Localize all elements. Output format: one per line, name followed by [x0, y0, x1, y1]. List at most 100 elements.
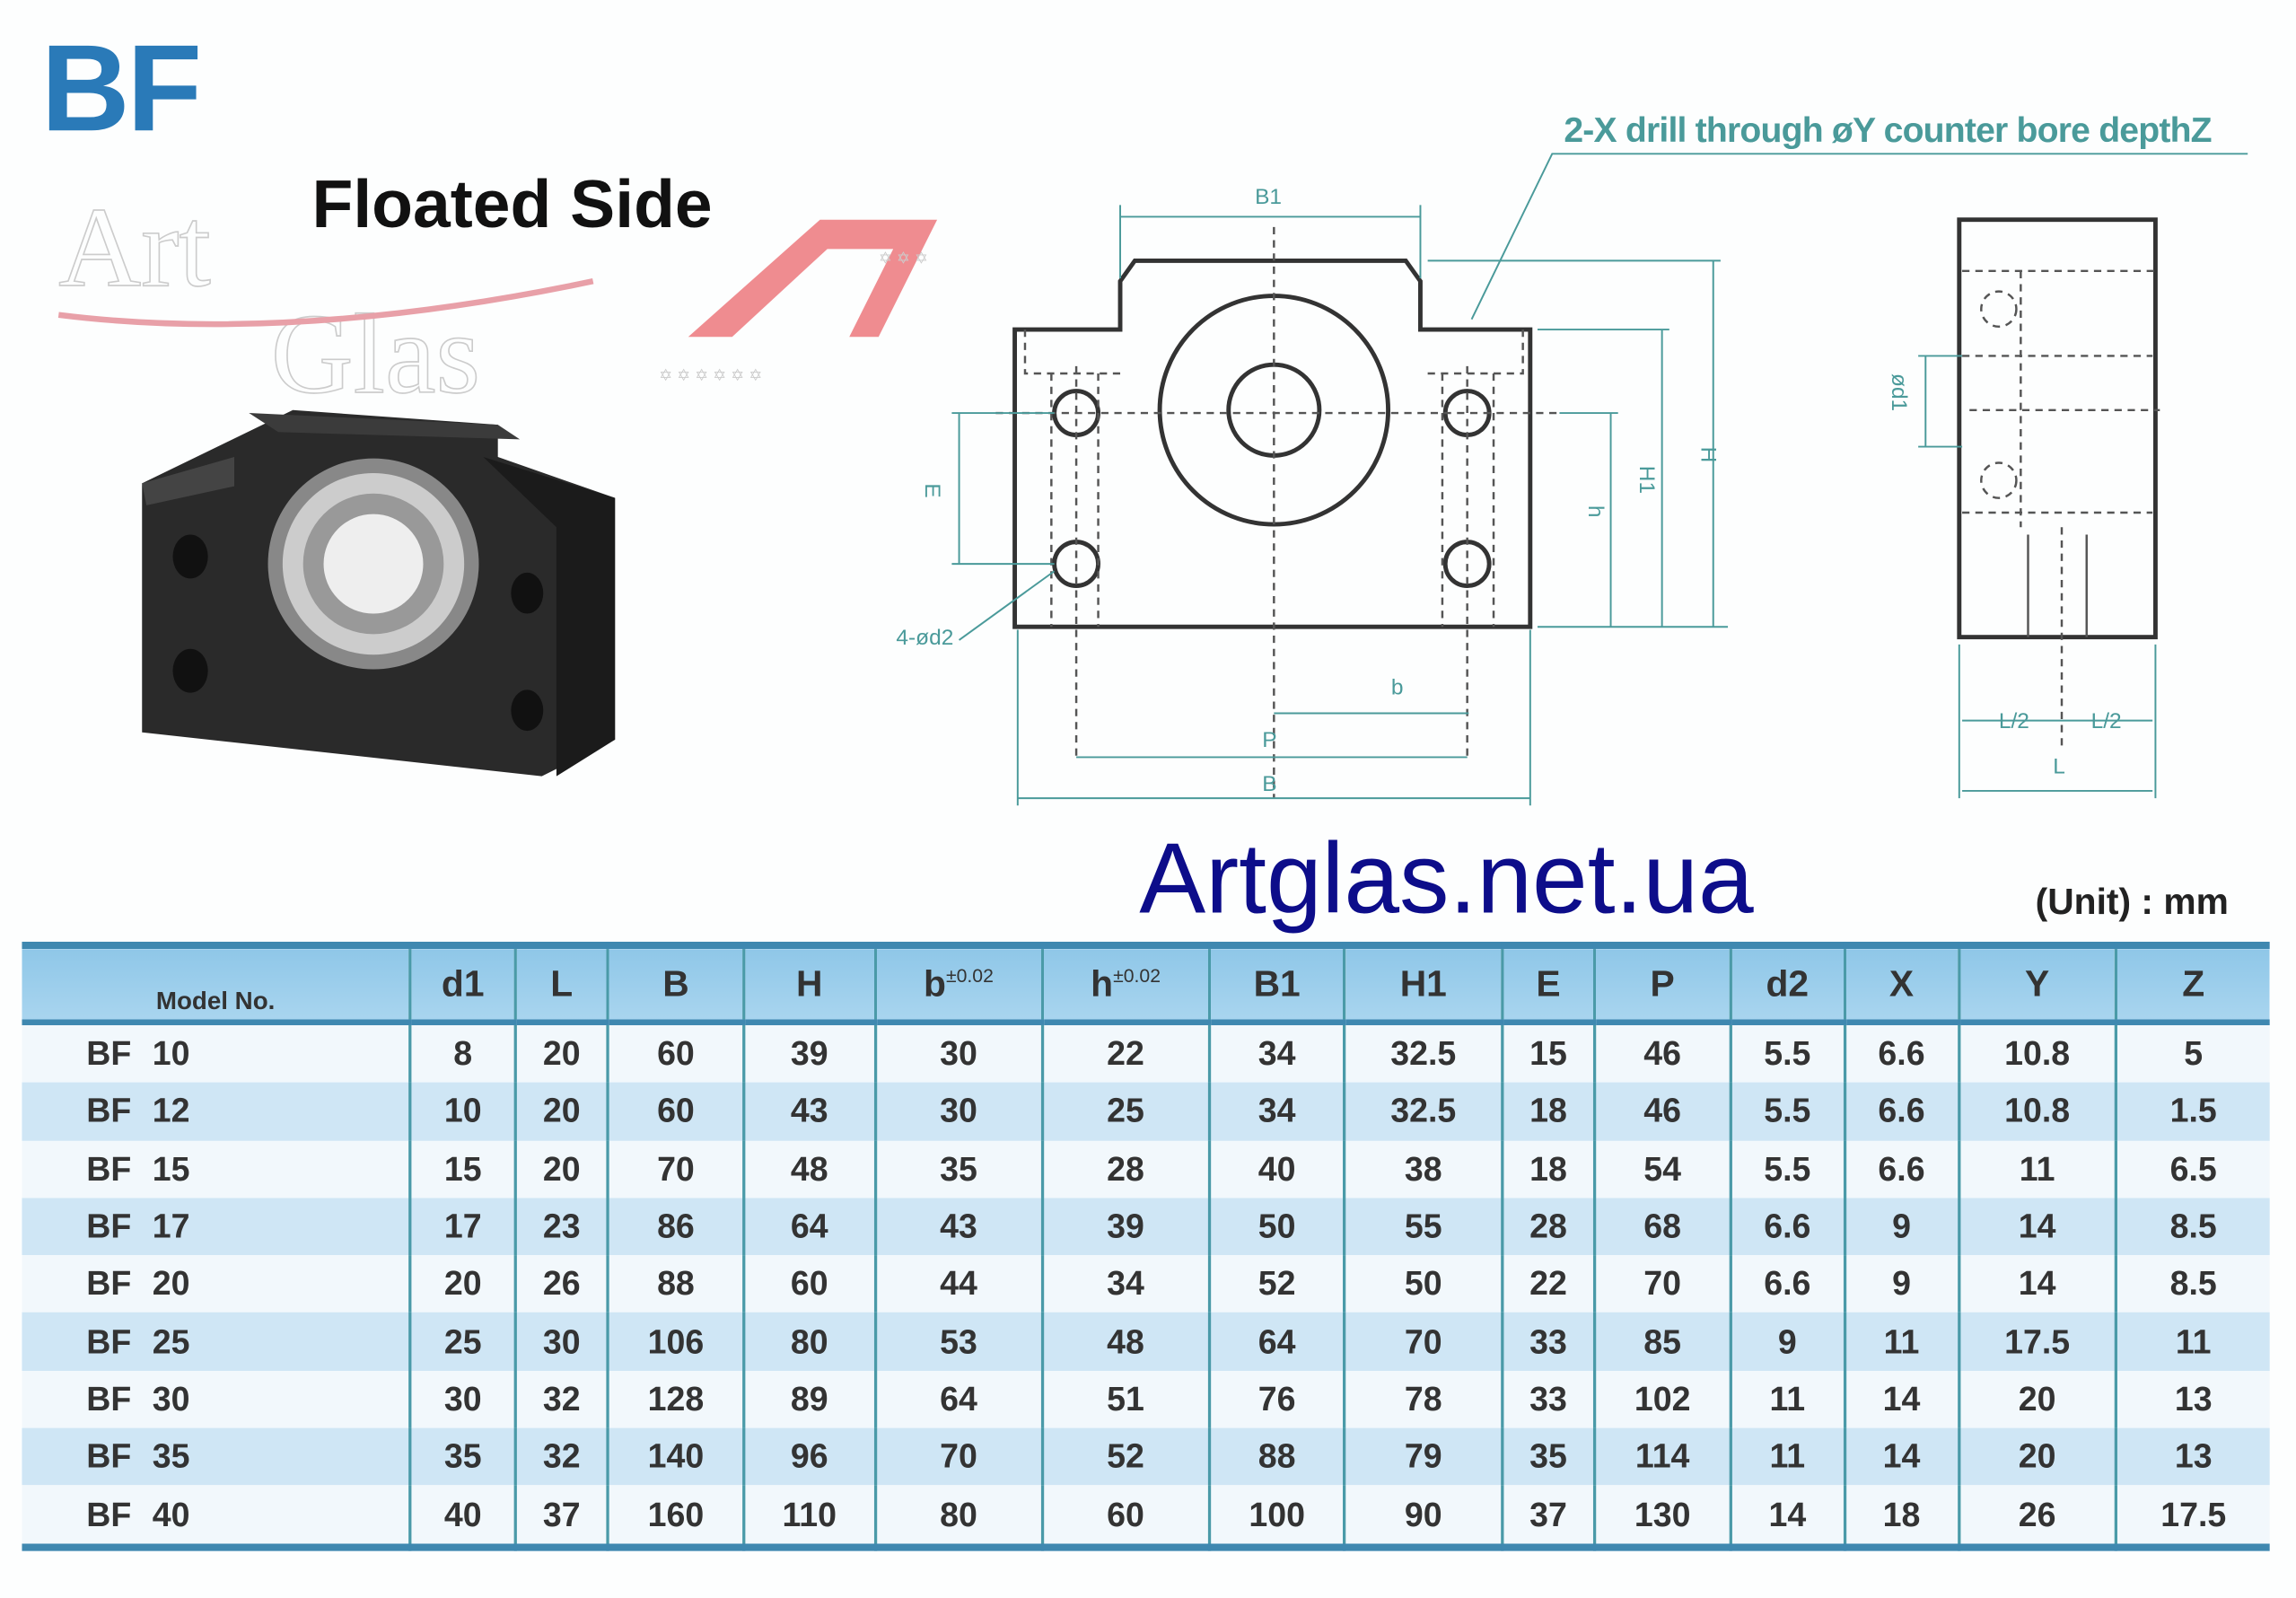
value-cell: 50 — [1343, 1255, 1503, 1313]
dim-label-d2: 4-ød2 — [896, 626, 953, 650]
value-cell: 46 — [1592, 1083, 1731, 1141]
product-photo — [142, 409, 616, 777]
value-cell: 6.6 — [1729, 1255, 1845, 1313]
dim-label-b1: B1 — [1255, 185, 1282, 209]
value-cell: 11 — [1843, 1313, 1959, 1371]
value-cell: 10 — [408, 1083, 516, 1141]
column-header-h: h±0.02 — [1040, 945, 1210, 1025]
value-cell: 33 — [1500, 1370, 1595, 1428]
dim-label-b: B — [1262, 772, 1276, 796]
value-cell: 70 — [1592, 1255, 1731, 1313]
dim-label-p: P — [1262, 728, 1276, 752]
subtitle: Floated Side — [311, 165, 713, 242]
value-cell: 6.6 — [1843, 1083, 1959, 1141]
value-cell: 32 — [513, 1427, 609, 1486]
value-cell: 5.5 — [1729, 1140, 1845, 1198]
value-cell: 25 — [1040, 1083, 1210, 1141]
value-cell: 28 — [1500, 1198, 1595, 1256]
value-cell: 80 — [741, 1313, 875, 1371]
value-cell: 96 — [741, 1427, 875, 1486]
value-cell: 11 — [1957, 1140, 2116, 1198]
value-cell: 100 — [1207, 1485, 1345, 1548]
value-cell: 38 — [1343, 1140, 1503, 1198]
value-cell: 55 — [1343, 1198, 1503, 1256]
value-cell: 20 — [1957, 1427, 2116, 1486]
value-cell: 64 — [741, 1198, 875, 1256]
value-cell: 60 — [1040, 1485, 1210, 1548]
value-cell: 11 — [2114, 1313, 2270, 1371]
value-cell: 17.5 — [2114, 1485, 2270, 1548]
column-header-label: d1 — [441, 962, 485, 1005]
model-cell: BF 25 — [22, 1313, 411, 1371]
value-cell: 51 — [1040, 1370, 1210, 1428]
value-cell: 78 — [1343, 1370, 1503, 1428]
value-cell: 5.5 — [1729, 1022, 1845, 1084]
value-cell: 64 — [873, 1370, 1043, 1428]
value-cell: 14 — [1957, 1255, 2116, 1313]
value-cell: 8 — [408, 1022, 516, 1084]
value-cell: 90 — [1343, 1485, 1503, 1548]
value-cell: 34 — [1040, 1255, 1210, 1313]
value-cell: 8.5 — [2114, 1198, 2270, 1256]
drill-note: 2-X drill through øY counter bore depthZ — [1564, 110, 2212, 152]
dim-label-d1: ød1 — [1887, 373, 1911, 411]
value-cell: 34 — [1207, 1083, 1345, 1141]
column-header-p: P — [1592, 945, 1731, 1025]
value-cell: 20 — [1957, 1370, 2116, 1428]
value-cell: 30 — [873, 1083, 1043, 1141]
value-cell: 39 — [741, 1022, 875, 1084]
value-cell: 26 — [513, 1255, 609, 1313]
value-cell: 102 — [1592, 1370, 1731, 1428]
at-logo-icon — [688, 219, 938, 338]
value-cell: 18 — [1843, 1485, 1959, 1548]
value-cell: 33 — [1500, 1313, 1595, 1371]
side-view — [1957, 217, 2158, 640]
value-cell: 26 — [1957, 1485, 2116, 1548]
model-cell: BF 15 — [22, 1140, 411, 1198]
value-cell: 20 — [513, 1022, 609, 1084]
value-cell: 88 — [606, 1255, 744, 1313]
value-cell: 34 — [1207, 1022, 1345, 1084]
value-cell: 28 — [1040, 1140, 1210, 1198]
value-cell: 9 — [1843, 1255, 1959, 1313]
value-cell: 86 — [606, 1198, 744, 1256]
column-header-z: Z — [2114, 945, 2270, 1025]
model-cell: BF 40 — [22, 1485, 411, 1548]
value-cell: 9 — [1843, 1198, 1959, 1256]
value-cell: 64 — [1207, 1313, 1345, 1371]
value-cell: 114 — [1592, 1427, 1731, 1486]
value-cell: 25 — [408, 1313, 516, 1371]
value-cell: 43 — [741, 1083, 875, 1141]
value-cell: 39 — [1040, 1198, 1210, 1256]
value-cell: 44 — [873, 1255, 1043, 1313]
model-cell: BF 12 — [22, 1083, 411, 1141]
column-header-label: Model No. — [155, 987, 276, 1015]
column-header-l: L — [513, 945, 609, 1025]
value-cell: 18 — [1500, 1140, 1595, 1198]
value-cell: 80 — [873, 1485, 1043, 1548]
value-cell: 106 — [606, 1313, 744, 1371]
value-cell: 35 — [873, 1140, 1043, 1198]
value-cell: 35 — [1500, 1427, 1595, 1486]
value-cell: 20 — [408, 1255, 516, 1313]
value-cell: 6.5 — [2114, 1140, 2270, 1198]
front-view — [1012, 258, 1533, 629]
model-cell: BF 17 — [22, 1198, 411, 1256]
value-cell: 40 — [1207, 1140, 1345, 1198]
column-header-label: B — [662, 962, 689, 1005]
column-header-label: h — [1091, 962, 1114, 1005]
website-label[interactable]: Artglas.net.ua — [1139, 822, 1754, 935]
value-cell: 14 — [1729, 1485, 1845, 1548]
value-cell: 30 — [873, 1022, 1043, 1084]
value-cell: 40 — [408, 1485, 516, 1548]
value-cell: 60 — [606, 1083, 744, 1141]
value-cell: 14 — [1957, 1198, 2116, 1256]
star-icon: ✡ ✡ ✡ ✡ ✡ ✡ — [659, 366, 762, 384]
column-header-label: H1 — [1399, 962, 1447, 1005]
value-cell: 5 — [2114, 1022, 2270, 1084]
